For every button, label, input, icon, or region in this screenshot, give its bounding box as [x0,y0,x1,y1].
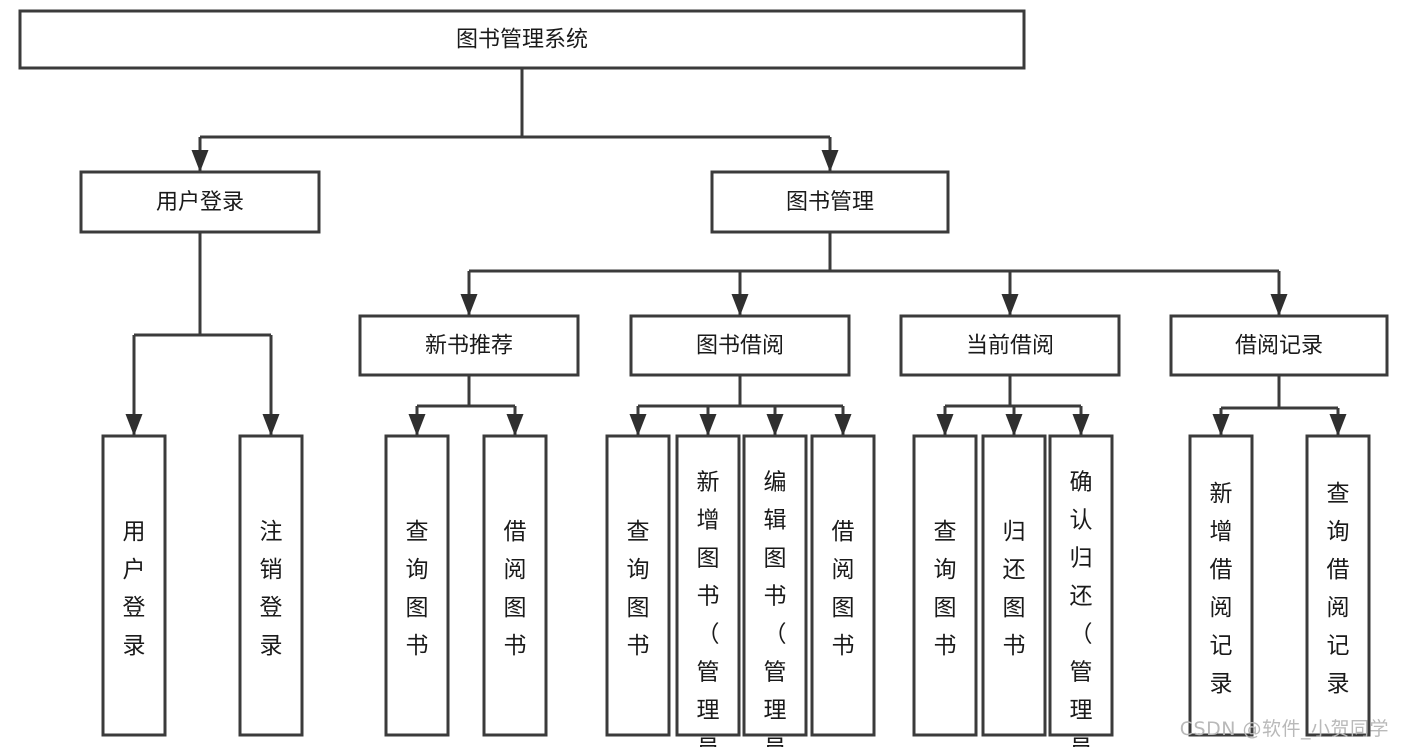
arrow-head-icon [191,150,209,172]
node-leaf-query-book-3[interactable]: 查询图书 [912,434,978,737]
node-leaf-add-record[interactable]: 新增借阅记录 [1188,434,1254,737]
node-label-leaf-add-book: 新增图书（管理员） [697,470,720,747]
node-label-new-book-rec: 新书推荐 [425,334,513,359]
node-box-leaf-query-book-3[interactable] [912,434,978,737]
arrow-head-icon [699,414,717,436]
node-box-leaf-borrow-book-2[interactable] [810,434,876,737]
node-leaf-return-book[interactable]: 归还图书 [981,434,1047,737]
node-label-leaf-add-record: 新增借阅记录 [1210,481,1233,697]
node-label-leaf-query-book-3: 查询图书 [934,519,957,659]
node-label-leaf-confirm-return: 确认归还（管理员） [1070,470,1093,747]
node-box-leaf-user-login[interactable] [101,434,167,737]
node-label-borrow-record: 借阅记录 [1235,334,1323,359]
node-label-leaf-edit-book: 编辑图书（管理员） [764,470,787,747]
node-label-leaf-borrow-book-2: 借阅图书 [832,519,855,659]
node-new-book-rec[interactable]: 新书推荐 [358,314,580,377]
arrow-head-icon [1329,414,1347,436]
arrow-head-icon [408,414,426,436]
node-box-leaf-add-record[interactable] [1188,434,1254,737]
node-box-current-borrow[interactable] [899,314,1121,377]
node-label-leaf-query-record: 查询借阅记录 [1327,481,1350,697]
node-layer: 图书管理系统用户登录图书管理新书推荐图书借阅当前借阅借阅记录用户登录注销登录查询… [18,9,1389,747]
node-leaf-user-login[interactable]: 用户登录 [101,434,167,737]
node-box-leaf-query-record[interactable] [1305,434,1371,737]
arrow-head-icon [936,414,954,436]
node-label-leaf-user-login: 用户登录 [123,519,146,659]
node-book-manage[interactable]: 图书管理 [710,170,950,234]
node-box-leaf-edit-book[interactable] [742,434,808,737]
arrow-head-icon [821,150,839,172]
node-root[interactable]: 图书管理系统 [18,9,1026,70]
arrow-head-icon [834,414,852,436]
node-box-root[interactable] [18,9,1026,70]
arrow-head-icon [125,414,143,436]
arrow-head-icon [1005,414,1023,436]
arrow-head-icon [460,294,478,316]
node-leaf-query-record[interactable]: 查询借阅记录 [1305,434,1371,737]
arrow-head-icon [262,414,280,436]
node-leaf-edit-book[interactable]: 编辑图书（管理员） [742,434,808,747]
node-label-book-manage: 图书管理 [786,190,874,215]
node-label-leaf-borrow-book-1: 借阅图书 [504,519,527,659]
node-label-user-login: 用户登录 [156,190,244,215]
connector-layer [125,68,1347,436]
node-label-leaf-logout: 注销登录 [260,519,283,659]
node-book-borrow[interactable]: 图书借阅 [629,314,851,377]
node-label-root: 图书管理系统 [456,28,588,53]
node-label-leaf-return-book: 归还图书 [1003,519,1026,659]
node-leaf-confirm-return[interactable]: 确认归还（管理员） [1048,434,1114,747]
node-current-borrow[interactable]: 当前借阅 [899,314,1121,377]
node-leaf-logout[interactable]: 注销登录 [238,434,304,737]
node-box-leaf-query-book-2[interactable] [605,434,671,737]
node-box-leaf-logout[interactable] [238,434,304,737]
node-label-leaf-query-book-1: 查询图书 [406,519,429,659]
node-label-book-borrow: 图书借阅 [696,334,784,359]
node-leaf-borrow-book-2[interactable]: 借阅图书 [810,434,876,737]
node-box-user-login[interactable] [79,170,321,234]
node-box-leaf-add-book[interactable] [675,434,741,737]
arrow-head-icon [506,414,524,436]
node-box-book-manage[interactable] [710,170,950,234]
node-user-login[interactable]: 用户登录 [79,170,321,234]
node-box-borrow-record[interactable] [1169,314,1389,377]
node-leaf-query-book-2[interactable]: 查询图书 [605,434,671,737]
arrow-head-icon [1072,414,1090,436]
node-box-book-borrow[interactable] [629,314,851,377]
arrow-head-icon [1212,414,1230,436]
node-label-leaf-query-book-2: 查询图书 [627,519,650,659]
arrow-head-icon [731,294,749,316]
node-box-leaf-query-book-1[interactable] [384,434,450,737]
arrow-head-icon [629,414,647,436]
node-label-current-borrow: 当前借阅 [966,334,1054,359]
arrow-head-icon [1270,294,1288,316]
arrow-head-icon [766,414,784,436]
node-box-leaf-return-book[interactable] [981,434,1047,737]
node-borrow-record[interactable]: 借阅记录 [1169,314,1389,377]
node-leaf-borrow-book-1[interactable]: 借阅图书 [482,434,548,737]
node-box-leaf-confirm-return[interactable] [1048,434,1114,737]
node-leaf-add-book[interactable]: 新增图书（管理员） [675,434,741,747]
csdn-watermark: CSDN @软件_小贺同学 [1179,718,1389,740]
node-box-leaf-borrow-book-1[interactable] [482,434,548,737]
node-leaf-query-book-1[interactable]: 查询图书 [384,434,450,737]
node-box-new-book-rec[interactable] [358,314,580,377]
arrow-head-icon [1001,294,1019,316]
